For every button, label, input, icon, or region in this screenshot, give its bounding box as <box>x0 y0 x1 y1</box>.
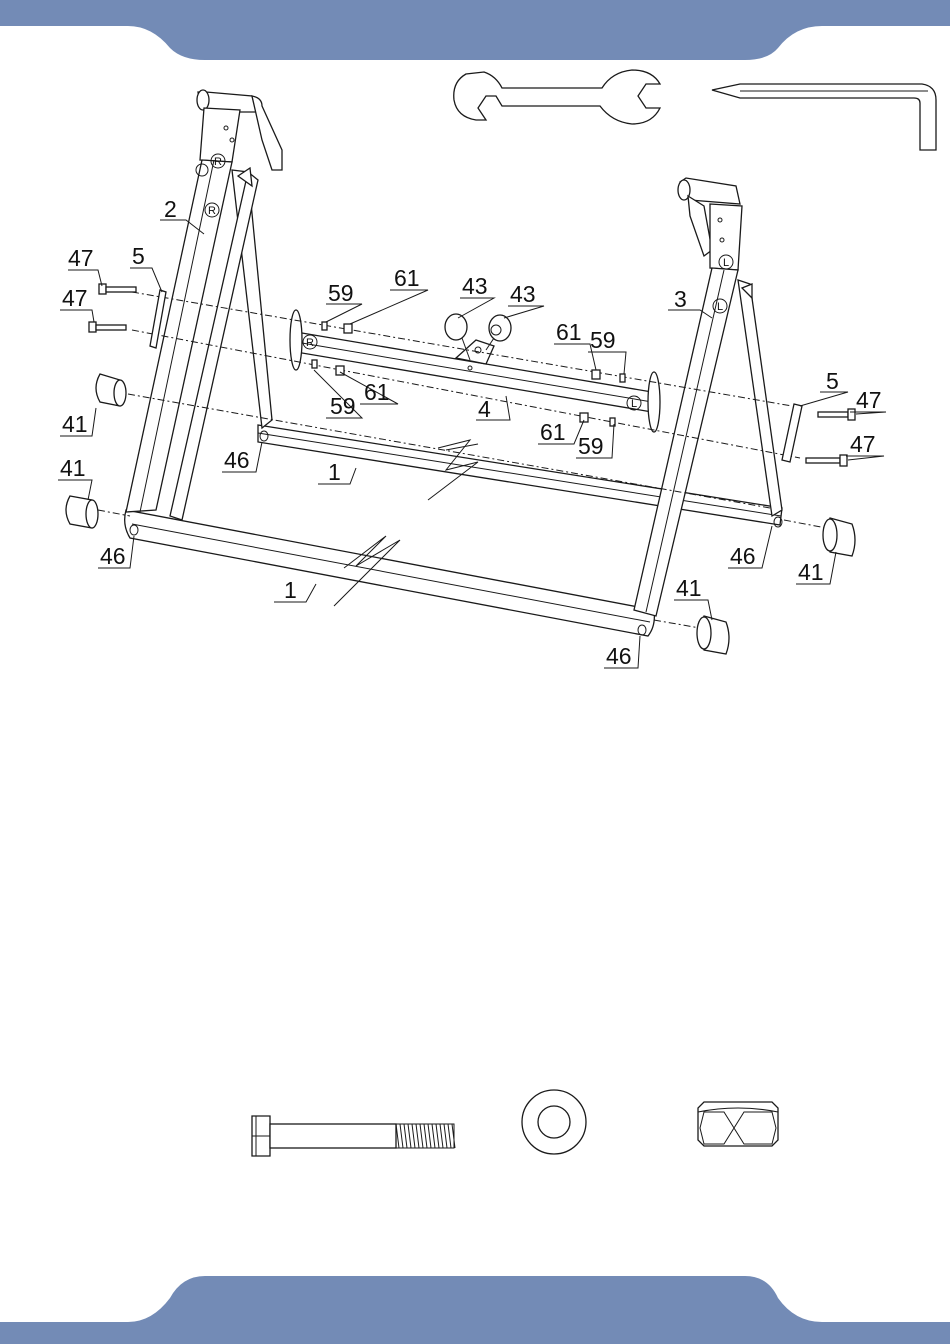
label-part-59: 59 <box>330 393 356 419</box>
label-part-43: 43 <box>462 273 488 299</box>
label-part-46: 46 <box>606 643 632 669</box>
label-part-47: 47 <box>850 431 876 457</box>
washer-icon <box>522 1090 586 1154</box>
label-part-61: 61 <box>394 265 420 291</box>
label-part-46: 46 <box>224 447 250 473</box>
end-cap-41-rear-left <box>823 518 855 556</box>
bolt-47-upper-right <box>99 284 136 294</box>
base-tube-front <box>125 510 655 636</box>
label-part-41: 41 <box>60 455 86 481</box>
svg-text:R: R <box>214 156 222 168</box>
bolt-icon <box>252 1116 455 1156</box>
label-part-5: 5 <box>826 368 839 394</box>
label-part-2: 2 <box>164 196 177 222</box>
label-part-47: 47 <box>856 387 882 413</box>
label-part-59: 59 <box>578 433 604 459</box>
svg-text:L: L <box>631 398 637 410</box>
label-part-41: 41 <box>798 559 824 585</box>
label-part-41: 41 <box>676 575 702 601</box>
bolt-47-lower-right <box>89 322 126 332</box>
label-part-61: 61 <box>540 419 566 445</box>
open-end-wrench-icon <box>454 70 660 124</box>
label-part-4: 4 <box>478 396 491 422</box>
end-cap-41-front-left <box>697 616 729 654</box>
hex-key-icon <box>712 84 936 150</box>
side-frame-right <box>126 90 282 520</box>
svg-text:R: R <box>306 337 314 349</box>
label-part-47: 47 <box>68 245 94 271</box>
label-part-1: 1 <box>328 459 341 485</box>
label-part-43: 43 <box>510 281 536 307</box>
label-part-5: 5 <box>132 243 145 269</box>
bolt-47-upper-left <box>818 409 855 420</box>
bolt-47-lower-left <box>806 455 847 466</box>
label-part-46: 46 <box>730 543 756 569</box>
knob-43-right <box>486 315 511 350</box>
end-cap-41-lower-right <box>66 496 98 528</box>
label-part-41: 41 <box>62 411 88 437</box>
nut-icon <box>698 1102 778 1146</box>
label-part-61: 61 <box>556 319 582 345</box>
plate-5-left <box>782 404 802 462</box>
label-part-59: 59 <box>328 280 354 306</box>
label-part-3: 3 <box>674 286 687 312</box>
label-part-1: 1 <box>284 577 297 603</box>
end-cap-41-upper-right <box>96 374 126 406</box>
svg-text:R: R <box>208 205 216 217</box>
label-part-61: 61 <box>364 379 390 405</box>
svg-text:L: L <box>717 301 723 313</box>
label-part-59: 59 <box>590 327 616 353</box>
label-part-46: 46 <box>100 543 126 569</box>
svg-text:L: L <box>723 257 729 269</box>
label-part-47: 47 <box>62 285 88 311</box>
